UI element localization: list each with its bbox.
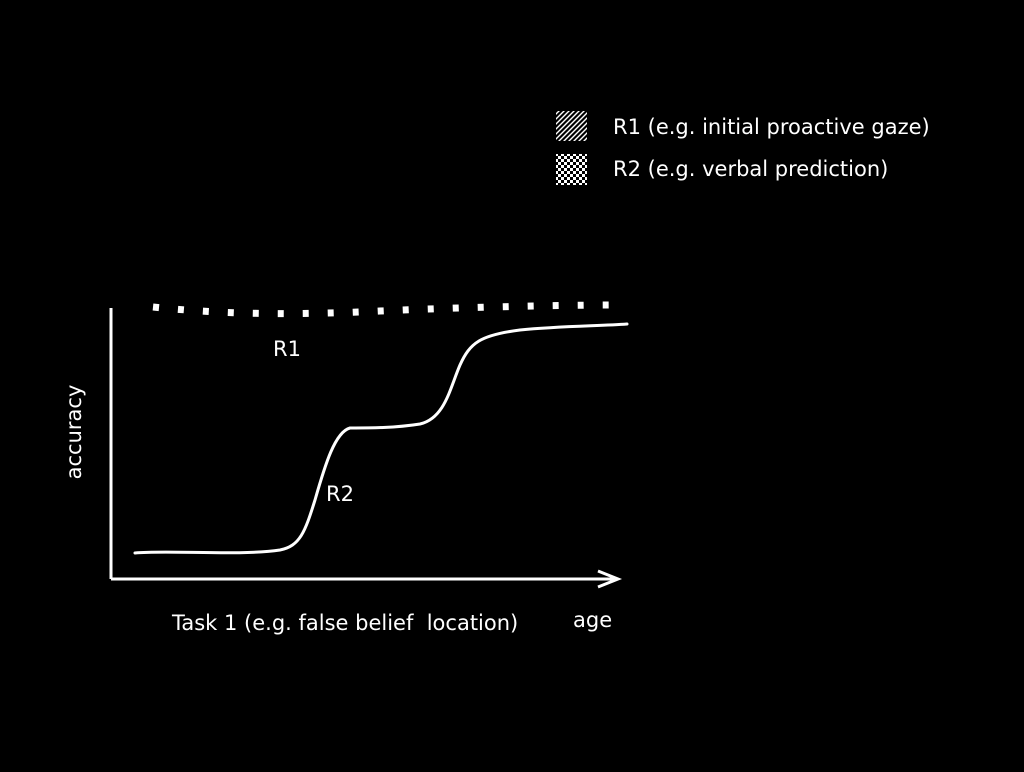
legend-item-r2: R2 (e.g. verbal prediction) bbox=[556, 154, 888, 185]
r2-solid-curve bbox=[133, 322, 629, 555]
x-axis-arrowhead-icon bbox=[597, 569, 623, 589]
x-axis-label: age bbox=[573, 608, 612, 632]
y-axis-label: accuracy bbox=[62, 385, 86, 480]
legend-label-r1: R1 (e.g. initial proactive gaze) bbox=[613, 115, 930, 139]
legend: R1 (e.g. initial proactive gaze) R2 (e.g… bbox=[556, 111, 930, 185]
hatch-pattern-swatch bbox=[556, 111, 587, 141]
r1-dotted-curve bbox=[152, 301, 623, 318]
r2-curve-label: R2 bbox=[326, 482, 354, 506]
legend-label-r2: R2 (e.g. verbal prediction) bbox=[613, 157, 888, 181]
task-label: Task 1 (e.g. false belief location) bbox=[171, 611, 518, 635]
r1-curve-label: R1 bbox=[273, 337, 301, 361]
checkerboard-pattern-swatch bbox=[556, 154, 587, 185]
axes bbox=[109, 308, 623, 589]
legend-item-r1: R1 (e.g. initial proactive gaze) bbox=[556, 111, 930, 141]
